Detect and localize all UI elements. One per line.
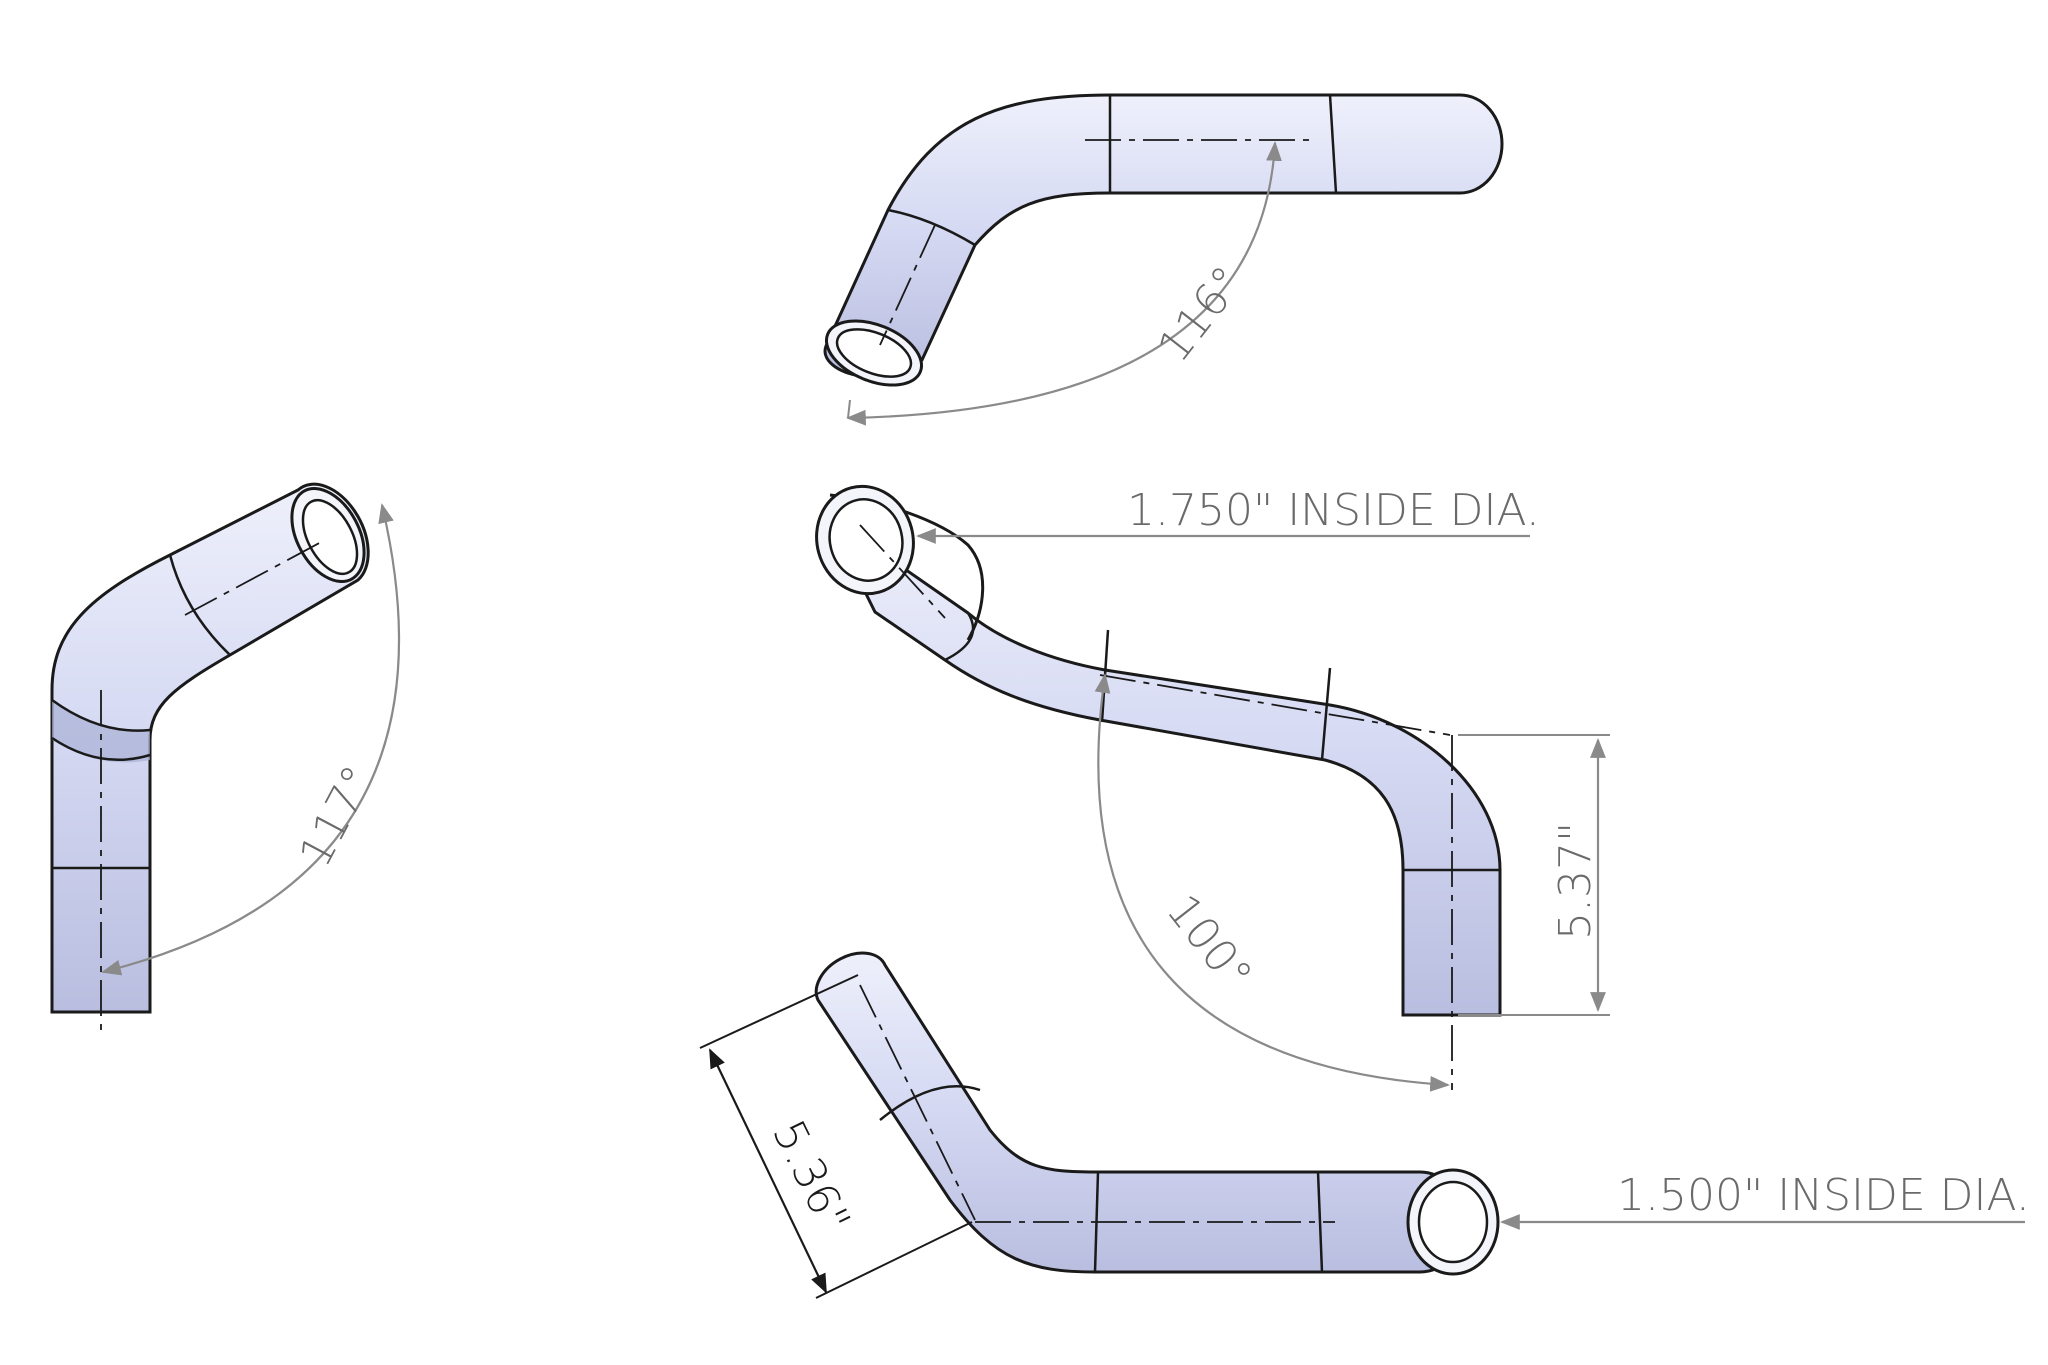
tube-left: [50, 482, 370, 1035]
length-dimension-bottom: [699, 974, 973, 1299]
angle-dimension-top: [846, 141, 1282, 426]
angle-dimension-left: [101, 503, 401, 976]
length-label-middle: 5.37": [1550, 822, 1601, 940]
angle-label-middle: 100°: [1156, 885, 1261, 1000]
angle-label-top: 116°: [1148, 257, 1253, 372]
tube-bottom: [814, 951, 1500, 1276]
length-dimension-middle: [1458, 734, 1610, 1016]
tube-middle: [815, 484, 1502, 1090]
dia-label-middle: 1.750" INSIDE DIA.: [1127, 485, 1540, 536]
tube-top: [823, 93, 1504, 387]
angle-dimension-middle: [1094, 673, 1450, 1092]
length-label-bottom: 5.36": [762, 1112, 860, 1241]
dia-label-bottom: 1.500" INSIDE DIA.: [1617, 1170, 2030, 1221]
angle-label-left: 117°: [290, 758, 385, 876]
